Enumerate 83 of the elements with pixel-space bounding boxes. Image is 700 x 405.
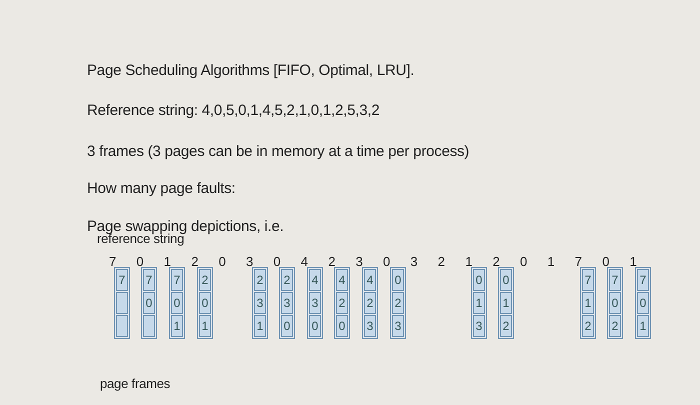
reference-number: 4 <box>300 254 308 269</box>
frame-cell: 2 <box>392 292 404 314</box>
reference-number: 0 <box>273 254 281 269</box>
reference-number: 7 <box>109 254 116 269</box>
page-frame-column <box>635 267 651 339</box>
frame-cell: 7 <box>582 269 594 291</box>
frame-cell: 2 <box>254 269 266 291</box>
reference-number: 1 <box>630 254 637 269</box>
reference-number: 0 <box>136 254 144 269</box>
frame-cell: 7 <box>116 269 128 291</box>
reference-number: 2 <box>328 254 336 269</box>
frame-cell: 1 <box>500 292 512 314</box>
reference-number: 7 <box>574 254 582 269</box>
frame-cell: 3 <box>473 315 485 337</box>
frame-cell: 1 <box>637 315 649 337</box>
reference-number: 2 <box>438 254 446 269</box>
frame-cell: 1 <box>171 315 183 337</box>
reference-number: 0 <box>383 254 390 269</box>
frame-cell: 4 <box>336 269 348 291</box>
page-frame-column <box>114 267 130 339</box>
frame-cell: 2 <box>364 292 376 314</box>
frame-cell: 3 <box>254 292 266 314</box>
frame-cell: 4 <box>309 269 321 291</box>
frame-cell: 0 <box>143 292 155 314</box>
frame-cell: 0 <box>637 292 649 314</box>
page-frame-column <box>141 267 157 339</box>
frame-cell: 0 <box>500 269 512 291</box>
frame-cell: 0 <box>281 315 293 337</box>
frame-cell: 2 <box>281 269 293 291</box>
frame-cell: 3 <box>392 315 404 337</box>
reference-number: 1 <box>164 254 172 269</box>
text-line: How many page faults: <box>87 180 236 197</box>
page-frame-column <box>169 267 185 339</box>
frame-cell: 2 <box>199 269 211 291</box>
frame-cell: 0 <box>473 269 485 291</box>
text-line: Page swapping depictions, i.e. <box>87 218 284 235</box>
frame-cell: 4 <box>364 269 376 291</box>
page-frame-column <box>279 267 295 339</box>
reference-number: 1 <box>465 254 472 269</box>
frame-cell: 7 <box>171 269 183 291</box>
reference-number: 0 <box>218 254 226 269</box>
frame-cell: 0 <box>609 292 621 314</box>
frame-cell: 0 <box>336 315 348 337</box>
frame-cell: 0 <box>199 292 211 314</box>
frame-cell: 7 <box>609 269 621 291</box>
page-frame-column <box>252 267 268 339</box>
frame-cell: 2 <box>609 315 621 337</box>
text-line: 3 frames (3 pages can be in memory at a time per process) <box>87 143 470 160</box>
page-frame-column <box>307 267 323 339</box>
frame-cell: 7 <box>143 269 155 291</box>
reference-number: 2 <box>492 254 500 269</box>
page-frame-column <box>362 267 378 339</box>
page-frame-column <box>197 267 213 339</box>
reference-number: 3 <box>356 254 363 269</box>
frame-cell: 2 <box>500 315 512 337</box>
frame-cell: 3 <box>309 292 321 314</box>
reference-number: 2 <box>191 254 198 269</box>
frame-cell: 3 <box>281 292 293 314</box>
frame-cell: 0 <box>309 315 321 337</box>
reference-number: 0 <box>602 254 610 269</box>
frame-cell: 0 <box>392 269 404 291</box>
page-frame-column <box>471 267 487 339</box>
frame-cell: 0 <box>171 292 183 314</box>
frame-cell: 2 <box>582 315 594 337</box>
text-line: Reference string: 4,0,5,0,1,4,5,2,1,0,1,2,5,3,2 <box>87 102 380 119</box>
page-frame-column <box>580 267 596 339</box>
frame-cell: 7 <box>637 269 649 291</box>
frame-cell: 3 <box>364 315 376 337</box>
reference-number: 0 <box>520 254 528 269</box>
frame-cell: 1 <box>254 315 266 337</box>
page-frame-column <box>498 267 514 339</box>
page-frame-column <box>334 267 350 339</box>
frame-cell: 1 <box>582 292 594 314</box>
reference-number: 3 <box>246 254 254 269</box>
frame-cell: 1 <box>473 292 485 314</box>
page-frame-column <box>390 267 406 339</box>
reference-number: 1 <box>547 254 555 269</box>
frame-cell: 2 <box>336 292 348 314</box>
frame-cell: 1 <box>199 315 211 337</box>
caption-text: page frames <box>100 376 170 391</box>
text-line: Page Scheduling Algorithms [FIFO, Optimal, LRU]. <box>87 62 414 79</box>
page-frame-column <box>607 267 623 339</box>
reference-number: 3 <box>410 254 418 269</box>
